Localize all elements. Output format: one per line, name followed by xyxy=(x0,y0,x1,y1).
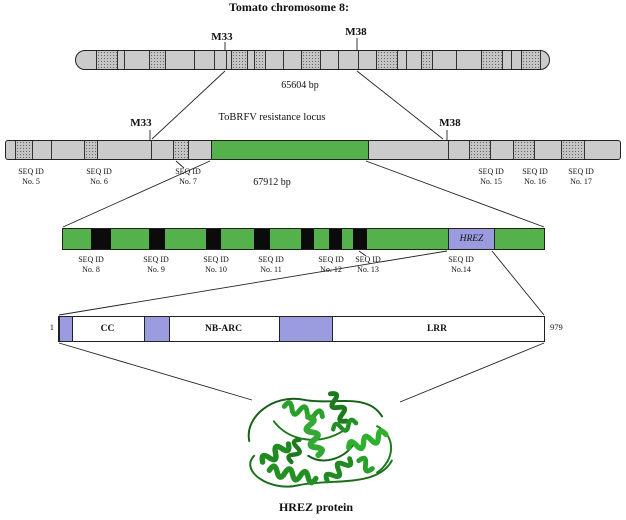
segment-divider xyxy=(151,141,152,159)
chromosome-hatched-segment xyxy=(149,51,166,69)
gene-exon-segment xyxy=(329,229,342,249)
segment-divider xyxy=(358,51,359,69)
seq-id-label: SEQ ID No. 6 xyxy=(86,167,112,186)
resistance-locus-region xyxy=(211,141,369,159)
segment-divider xyxy=(214,51,215,69)
marker-m38-locus: M38 xyxy=(439,117,461,129)
chromosome-size-label: 65604 bp xyxy=(281,80,319,91)
chromosome-hatched-segment xyxy=(301,51,321,69)
segment-divider xyxy=(226,51,227,69)
gene-exon-segment xyxy=(254,229,270,249)
domain-cc-label: CC xyxy=(100,324,115,334)
chromosome-bar xyxy=(75,50,550,70)
protein-name-label: HREZ protein xyxy=(278,500,354,514)
chromosome-hatched-segment xyxy=(521,51,541,69)
gene-exon-segment xyxy=(353,229,367,249)
marker-m33-locus: M33 xyxy=(130,117,152,129)
locus-title: ToBRFV resistance locus xyxy=(218,112,326,123)
marker-m33-chromosome: M33 xyxy=(211,31,233,43)
domain-linker-segment xyxy=(279,317,333,341)
protein-end-position: 979 xyxy=(550,322,563,332)
marker-m38-chromosome: M38 xyxy=(345,26,367,38)
locus-hatched-segment xyxy=(15,141,33,159)
domain-linker-segment xyxy=(59,317,73,341)
locus-hatched-segment xyxy=(84,141,98,159)
segment-divider xyxy=(51,141,52,159)
seq-id-label: SEQ ID No.14 xyxy=(448,255,474,274)
locus-size-label: 67912 bp xyxy=(253,177,291,188)
figure-title: Tomato chromosome 8: xyxy=(229,0,349,14)
domain-nbarc-label: NB-ARC xyxy=(205,324,242,334)
locus-hatched-segment xyxy=(173,141,189,159)
seq-id-label: SEQ ID No. 13 xyxy=(355,255,381,274)
seq-id-label: SEQ ID No. 15 xyxy=(478,167,504,186)
chromosome-hatched-segment xyxy=(231,51,248,69)
segment-divider xyxy=(338,51,339,69)
segment-divider xyxy=(448,141,449,159)
chromosome-hatched-segment xyxy=(254,51,266,69)
seq-id-label: SEQ ID No. 17 xyxy=(568,167,594,186)
chromosome-hatched-segment xyxy=(96,51,118,69)
seq-id-label: SEQ ID No. 10 xyxy=(203,255,229,274)
segment-divider xyxy=(406,51,407,69)
locus-bar xyxy=(5,140,621,160)
segment-divider xyxy=(124,51,125,69)
zoom-line xyxy=(58,342,253,401)
seq-id-label: SEQ ID No. 5 xyxy=(18,167,44,186)
segment-divider xyxy=(283,51,284,69)
locus-hatched-segment xyxy=(561,141,585,159)
gene-exon-segment xyxy=(91,229,111,249)
seq-id-label: SEQ ID No. 11 xyxy=(258,255,284,274)
chromosome-hatched-segment xyxy=(421,51,433,69)
zoom-line xyxy=(491,250,545,316)
chromosome-hatched-segment xyxy=(376,51,398,69)
gene-exon-segment xyxy=(206,229,221,249)
gene-bar: HREZ xyxy=(62,228,545,250)
domain-linker-segment xyxy=(144,317,170,341)
zoom-line xyxy=(399,342,545,403)
protein-start-position: 1 xyxy=(49,322,54,332)
protein-structure-image xyxy=(247,391,393,488)
seq-id-label: SEQ ID No. 16 xyxy=(522,167,548,186)
seq-id-label: SEQ ID No. 9 xyxy=(143,255,169,274)
gene-exon-segment xyxy=(149,229,165,249)
segment-divider xyxy=(456,51,457,69)
gene-exon-segment xyxy=(301,229,314,249)
domain-lrr-label: LRR xyxy=(426,324,448,334)
hrez-gene-segment: HREZ xyxy=(448,229,495,249)
locus-hatched-segment xyxy=(469,141,491,159)
protein-domain-bar: CC NB-ARC LRR xyxy=(58,316,545,342)
chromosome-hatched-segment xyxy=(481,51,503,69)
locus-hatched-segment xyxy=(513,141,535,159)
segment-divider xyxy=(511,51,512,69)
segment-divider xyxy=(194,51,195,69)
hrez-gene-label: HREZ xyxy=(459,234,484,244)
seq-id-label: SEQ ID No. 7 xyxy=(175,167,201,186)
seq-id-label: SEQ ID No. 8 xyxy=(78,255,104,274)
